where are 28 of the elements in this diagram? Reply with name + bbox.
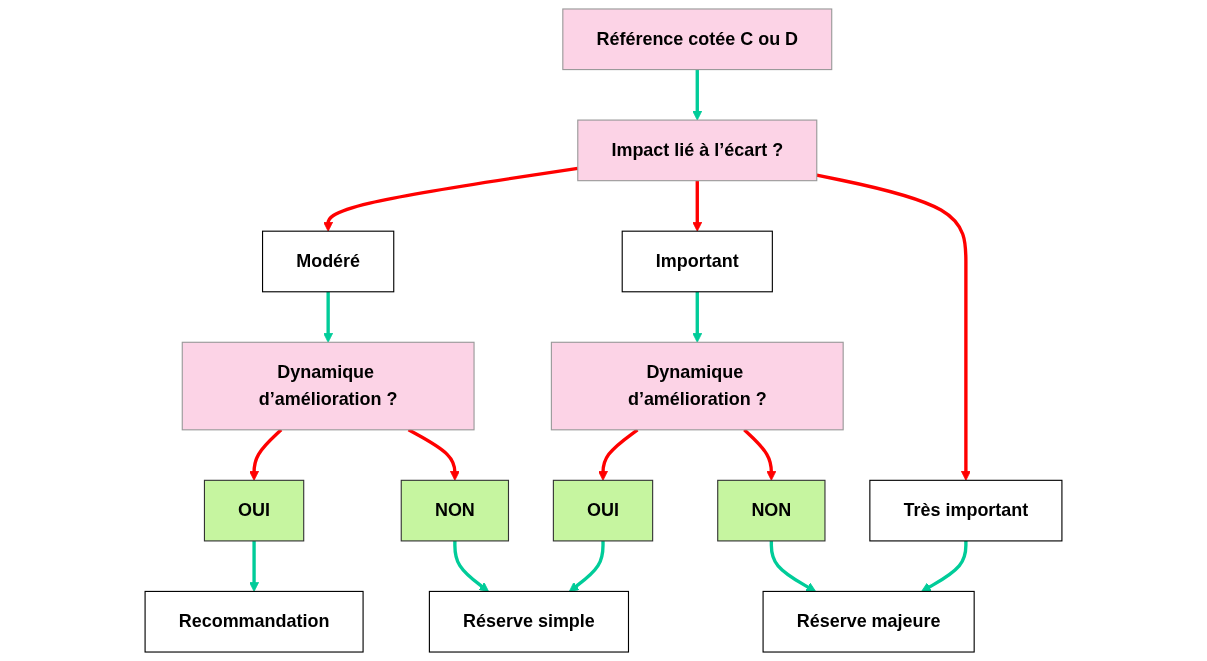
arrow xyxy=(692,69,703,121)
node-box: Important xyxy=(621,230,773,293)
arrow xyxy=(249,540,259,592)
arrow xyxy=(921,540,968,592)
node-box: NON xyxy=(400,479,510,542)
node-box: Modéré xyxy=(262,230,395,293)
arrow xyxy=(568,540,605,592)
node-box: Recommandation xyxy=(144,590,364,653)
arrow xyxy=(453,540,489,592)
node-box: Dynamique d’amélioration ? xyxy=(550,341,844,431)
node-box: OUI xyxy=(552,479,654,542)
arrow xyxy=(598,428,639,481)
arrow xyxy=(249,428,283,481)
node-box: Très important xyxy=(869,479,1063,542)
arrow xyxy=(769,540,816,592)
node-box: Réserve simple xyxy=(428,590,630,653)
node-box: NON xyxy=(717,479,826,542)
arrow xyxy=(692,291,703,343)
arrow xyxy=(323,291,334,343)
node-box: OUI xyxy=(203,479,305,542)
arrow xyxy=(692,180,703,232)
arrow xyxy=(407,428,460,481)
arrow xyxy=(816,173,971,481)
node-box: Dynamique d’amélioration ? xyxy=(181,341,475,431)
arrow xyxy=(743,428,777,481)
node-box: Réserve majeure xyxy=(762,590,975,653)
node-box: Impact lié à l’écart ? xyxy=(577,119,818,182)
node-box: Référence cotée C ou D xyxy=(562,8,833,71)
